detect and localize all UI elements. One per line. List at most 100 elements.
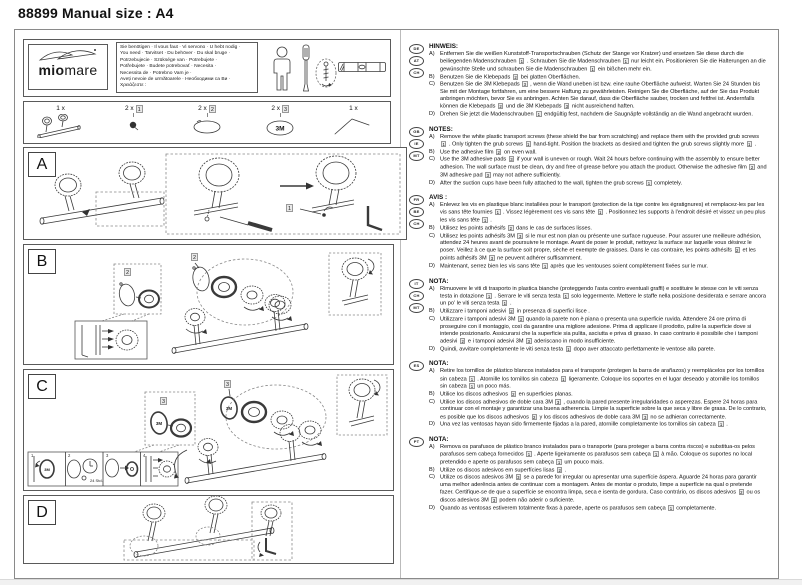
instruction-item: D)Drehen Sie jetzt die Madenschrauben 1 …	[429, 111, 767, 119]
spirit-level-icon	[338, 62, 386, 72]
part-ref-inline: 2	[508, 308, 515, 315]
part-ref-inline: 3	[526, 338, 532, 344]
instruction-item: C)Utilizzare i tamponi adesivi 3M 3 quan…	[429, 315, 767, 346]
item-text: Rimuovere le viti di trasporto in plasti…	[440, 285, 766, 307]
item-text: Utilize os discos adesivos 3M 3 se a par…	[440, 474, 761, 504]
part-qty: 1 x	[56, 104, 65, 113]
panel-a-illustration	[39, 153, 401, 235]
instruction-item: B)Utilizzare i tamponi adesivi 2 in pres…	[429, 308, 767, 316]
you-need-text: Sie benötigen · Il vous faut · Vi servon…	[116, 42, 258, 93]
page-title: 88899 Manual size : A4	[18, 5, 174, 21]
instruction-item: C)Utilisez les points adhésifs 3M 3 si l…	[429, 232, 767, 263]
screw-detail-icon	[315, 58, 337, 88]
part-qty-label: 1 x	[56, 105, 65, 112]
item-letter: D)	[429, 179, 435, 186]
item-text: Una vez las ventosas hayan sido firmemen…	[440, 421, 728, 428]
instruction-item: C)Utilize os discos adesivos 3M 3 se a p…	[429, 474, 767, 504]
item-letter: C)	[429, 232, 435, 239]
step-number: 1	[31, 453, 34, 458]
part-ref-inline: 2	[738, 489, 744, 496]
instruction-item: D)Maintenant, serrez bien les vis sans t…	[429, 262, 767, 271]
country-badges: ES	[409, 360, 429, 429]
country-badge-mt: MT	[409, 150, 424, 161]
part-ref-inline: 2	[556, 466, 563, 473]
part-ref-inline: 1	[542, 262, 548, 269]
part-ref-inline: 3	[564, 103, 570, 110]
section-body: NOTA:A)Retire los tornillos de plástico …	[429, 360, 767, 429]
country-badge-gb: GB	[409, 126, 424, 137]
item-text: Utilice los discos adhesivos de doble ca…	[440, 398, 767, 421]
step-number: 4	[143, 453, 146, 458]
part-ref-inline: 3	[518, 315, 524, 322]
item-letter: A)	[429, 133, 435, 140]
item-text: Quando as ventosas estiverem totalmente …	[440, 504, 717, 512]
country-badge-ie: IE	[409, 138, 424, 149]
item-text: Benutzen Sie die 3M Klebepads 3 , wenn d…	[440, 81, 761, 110]
panel-b-label: B	[28, 249, 56, 274]
item-text: Use the adhesive film 2 on even wall.	[440, 148, 537, 156]
panel-b: B	[23, 244, 394, 365]
item-letter: D)	[429, 262, 435, 269]
you-need-line: Potrzebujecie · Szüksége van · Potrebuje…	[120, 57, 218, 63]
ref-3-label: 3	[224, 380, 232, 388]
part-ref-inline: 1	[560, 375, 567, 382]
item-letter: B)	[429, 73, 435, 80]
item-text: Remove the white plastic transport screw…	[440, 133, 759, 148]
country-badge-mt: MT	[409, 302, 424, 313]
country-badge-es: ES	[409, 361, 424, 372]
step-number: 3	[106, 453, 109, 458]
country-badge-it: IT	[409, 278, 424, 289]
part-ref-inline: 3	[642, 413, 648, 420]
country-badge-ch: CH	[409, 68, 424, 78]
item-text: Utilizzare i tamponi adesivi 3M 3 quando…	[440, 315, 758, 345]
part-ref-inline: 3	[489, 255, 495, 262]
adhesive-3m-icon: 3M	[264, 118, 296, 141]
part-ref-inline: 2	[508, 224, 514, 231]
part-ref-inline: 3	[517, 232, 523, 239]
item-text: Use the 3M adhesive pads 3 if your wall …	[440, 156, 767, 179]
instruction-item: A) Remove the white plastic transport scr…	[429, 134, 767, 149]
item-text: Utilize os discos adesivos em superfície…	[440, 466, 567, 474]
panel-d-illustration	[123, 496, 293, 561]
item-letter: B)	[429, 308, 435, 315]
item-letter: D)	[429, 345, 435, 352]
item-letter: B)	[429, 391, 435, 398]
grub-screw-icon	[128, 118, 140, 136]
part-ref-inline: 1	[495, 209, 501, 216]
part-ref-inline: 1	[565, 345, 572, 352]
svg-text:24 Std.: 24 Std.	[90, 478, 103, 483]
country-badge-be: BE	[409, 207, 424, 218]
part-ref-label: 2	[208, 104, 216, 113]
you-need-line: You need · Tarvitset · Du behöver · Du s…	[120, 51, 231, 57]
item-letter: D)	[429, 504, 435, 511]
manual-page: miomare Sie benötigen · Il vous faut · V…	[14, 29, 779, 579]
item-text: Quindi, avvitare completamente le viti s…	[440, 345, 716, 353]
instruction-item: C)Utilice los discos adhesivos de doble …	[429, 398, 767, 422]
item-text: Remova os parafusos de plástico branco i…	[440, 444, 755, 466]
instruction-item: D) Quindi, avvitare completamente le viti…	[429, 345, 767, 354]
part-ref-inline: 2	[749, 164, 755, 171]
item-text: Retire los tornillos de plástico blancos…	[440, 368, 765, 390]
part-ref-inline: 3	[508, 156, 515, 163]
item-text: Benutzen Sie die Klebepads 2 bei glatten…	[440, 73, 581, 81]
part-qty-label: 2 x	[198, 105, 207, 112]
item-text: After the suction cups have been fully a…	[440, 179, 683, 187]
you-need-line: Sie benötigen · Il vous faut · Vi servon…	[120, 45, 241, 50]
item-letter: B)	[429, 466, 435, 473]
instruction-item: C)Benutzen Sie die 3M Klebepads 3 , wenn…	[429, 81, 767, 111]
country-badge-pt: PT	[409, 437, 424, 448]
instruction-item: B) Benutzen Sie die Klebepads 2 bei glatt…	[429, 73, 767, 82]
section-body: NOTA:A)Rimuovere le viti di trasporto in…	[429, 278, 767, 354]
ref-leader-line	[133, 113, 135, 117]
